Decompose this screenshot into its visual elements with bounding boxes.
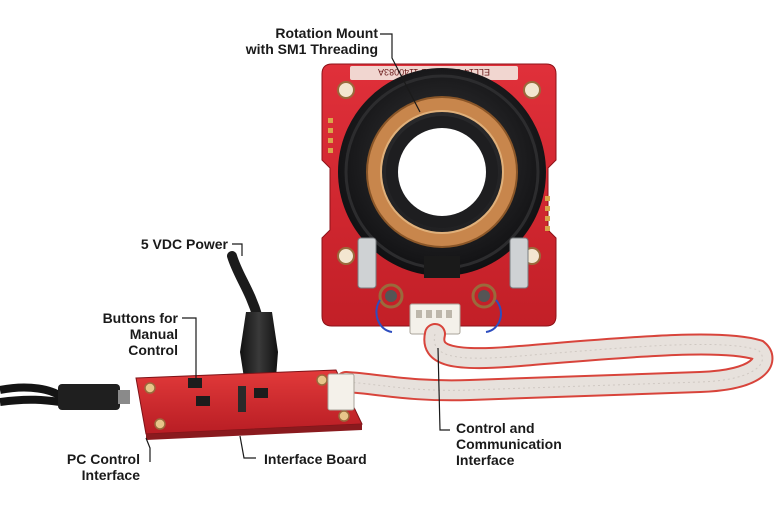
label-buttons: Buttons for Manual Control xyxy=(102,310,178,358)
mount-ic xyxy=(424,256,460,278)
manual-buttons xyxy=(188,378,268,406)
label-rotation-mount: Rotation Mount with SM1 Threading xyxy=(245,25,378,57)
copper-coil xyxy=(367,97,517,247)
leader-pc-control xyxy=(145,437,151,462)
usb-plug xyxy=(58,384,120,410)
usb-cable xyxy=(0,383,130,410)
leader-lines xyxy=(145,33,450,462)
spring-clamp-right xyxy=(471,237,529,309)
board-connector xyxy=(327,373,355,411)
label-pc-control: PC Control Interface xyxy=(66,451,140,483)
leader-rotation-mount xyxy=(380,33,421,113)
interface-board xyxy=(135,369,363,440)
mount-pin-header xyxy=(328,118,550,231)
rotation-mount: ELL14 S/N: 2022-1140083A xyxy=(321,63,557,335)
leader-buttons xyxy=(182,317,197,380)
leader-power xyxy=(232,243,243,256)
label-control-comm: Control and Communication Interface xyxy=(456,420,562,468)
leader-interface-board xyxy=(239,435,256,459)
label-interface-board: Interface Board xyxy=(264,451,367,467)
power-plug xyxy=(240,312,278,378)
leader-control-comm xyxy=(437,347,450,431)
label-power: 5 VDC Power xyxy=(140,236,228,252)
power-cable xyxy=(227,251,278,384)
aperture xyxy=(398,128,486,216)
spring-clamp-left xyxy=(357,237,404,309)
ribbon-cable xyxy=(335,323,774,402)
